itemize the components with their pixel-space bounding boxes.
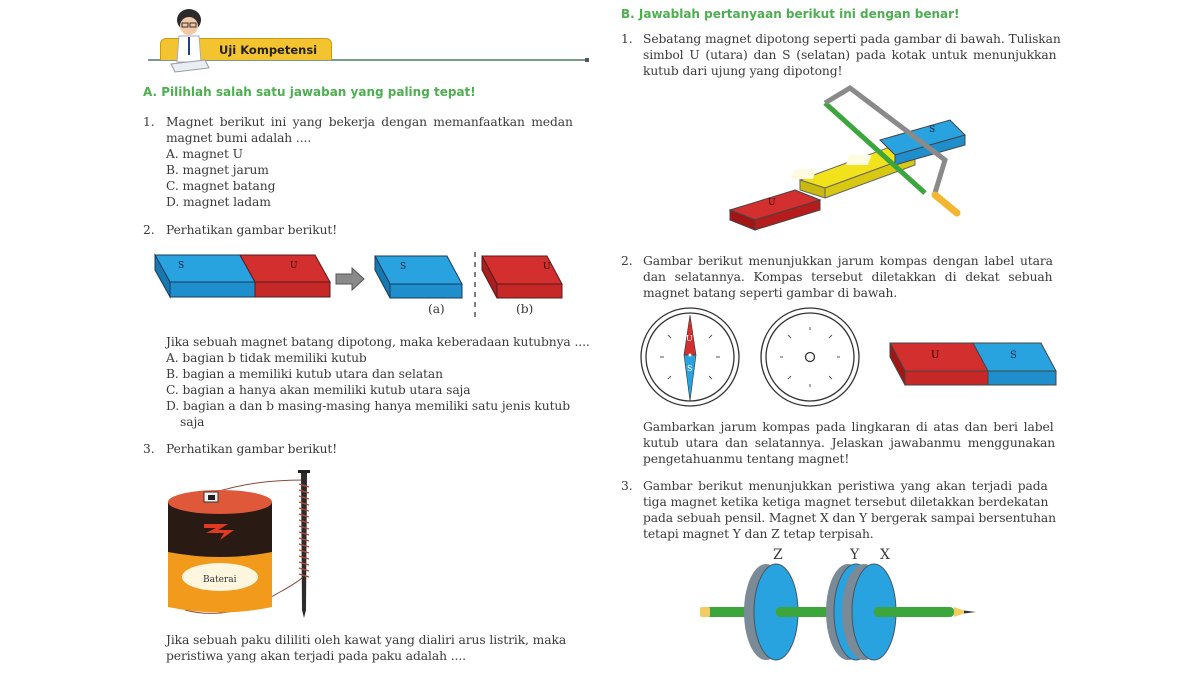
option-d[interactable]: D. bagian a dan b masing-masing hanya me… [166,399,571,413]
magnet-s-label: S [1010,350,1017,361]
magnet-label-x: X [880,547,890,563]
question-stem: Jika sebuah magnet batang dipotong, maka… [166,335,590,349]
question-number: 1. [621,32,633,46]
question-b1: 1. Sebatang magnet dipotong seperti pada… [621,31,1067,79]
section-a-title: A. Pilihlah salah satu jawaban yang pali… [143,85,476,99]
magnet-label-y: Y [850,547,860,563]
question-text: Gambar berikut menunjukkan peristiwa yan… [643,479,1048,493]
pole-label-s: S [400,262,407,272]
question-text: simbol U (utara) dan S (selatan) pada ko… [643,48,1057,62]
pole-label-s: S [929,125,936,135]
option-b[interactable]: B. bagian a memiliki kutub utara dan sel… [166,367,443,381]
needle-north-label: U [686,334,693,343]
compass-with-needle [640,307,740,407]
question-text: magnet batang seperti gambar di bawah. [643,286,898,300]
pole-label-s: S [178,261,185,271]
section-b-title: B. Jawablah pertanyaan berikut ini denga… [621,7,960,21]
question-text: tiga magnet ketika ketiga magnet tersebu… [643,495,1049,509]
option-d[interactable]: D. magnet ladam [166,195,271,209]
question-text: Magnet berikut ini yang bekerja dengan m… [166,115,573,129]
question-number: 3. [143,442,155,456]
sawing-magnet-figure: U S [725,85,970,235]
bar-magnet [889,342,1057,386]
question-a2-prompt: 2. Perhatikan gambar berikut! [143,222,589,238]
student-reading-icon [165,4,213,74]
question-text: kutub utara dan selatannya. Jelaskan jaw… [643,436,1056,450]
battery-nail-figure: Baterai [160,462,320,622]
option-a[interactable]: A. bagian b tidak memiliki kutub [166,351,367,365]
question-b2-followup: Gambarkan jarum kompas pada lingkaran di… [643,419,1067,467]
empty-compass [760,307,860,407]
question-number: 2. [621,254,633,268]
needle-south-label: S [687,364,693,373]
pole-label-u: U [290,261,298,271]
question-text: Sebatang magnet dipotong seperti pada ga… [643,32,1061,46]
question-text: Gambarkan jarum kompas pada lingkaran di… [643,420,1054,434]
question-number: 1. [143,115,155,129]
battery-label: Baterai [203,575,237,585]
header-rule-endcap [585,58,589,62]
question-a2-options: Jika sebuah magnet batang dipotong, maka… [166,334,590,430]
option-c[interactable]: C. magnet batang [166,179,276,193]
option-c[interactable]: C. bagian a hanya akan memiliki kutub ut… [166,383,471,397]
question-text: tetapi magnet Y dan Z tetap terpisah. [643,527,874,541]
uji-kompetensi-tab: Uji Kompetensi [160,38,332,60]
question-text: Perhatikan gambar berikut! [166,223,338,237]
question-text: dan selatannya. Kompas tersebut diletakk… [643,270,1053,284]
ring-magnets-pencil-figure: Z Y X [698,545,998,675]
pole-label-u: U [543,262,551,272]
question-b3: 3. Gambar berikut menunjukkan peristiwa … [621,478,1067,542]
question-a1: 1. Magnet berikut ini yang bekerja denga… [143,114,589,210]
question-text: pengetahuanmu tentang magnet! [643,452,850,466]
question-a3-stem: Jika sebuah paku dililiti oleh kawat yan… [166,632,590,664]
question-number: 3. [621,479,633,493]
header-rule [148,59,588,61]
cut-magnet-figure: S U S U (a) (b) [150,250,590,322]
question-text: Perhatikan gambar berikut! [166,442,338,456]
question-text: Gambar berikut menunjukkan jarum kompas … [643,254,1053,268]
caption-b: (b) [516,302,534,316]
question-stem: peristiwa yang akan terjadi pada paku ad… [166,649,466,663]
question-text: pada sebuah pensil. Magnet X dan Y berge… [643,511,1056,525]
magnet-u-label: U [931,350,940,361]
option-b[interactable]: B. magnet jarum [166,163,269,177]
option-d-continued: saja [180,415,205,429]
option-a[interactable]: A. magnet U [166,147,243,161]
question-number: 2. [143,223,155,237]
caption-a: (a) [428,302,445,316]
question-a3-prompt: 3. Perhatikan gambar berikut! [143,441,589,457]
tab-label: Uji Kompetensi [219,43,318,57]
question-text: kutub dari ujung yang dipotong! [643,64,843,78]
question-text: magnet bumi adalah .... [166,131,312,145]
compass-figure: U S U S [638,305,1068,410]
pole-label-u: U [768,198,776,208]
magnet-label-z: Z [773,547,783,563]
question-b2: 2. Gambar berikut menunjukkan jarum komp… [621,253,1067,301]
question-stem: Jika sebuah paku dililiti oleh kawat yan… [166,633,567,647]
